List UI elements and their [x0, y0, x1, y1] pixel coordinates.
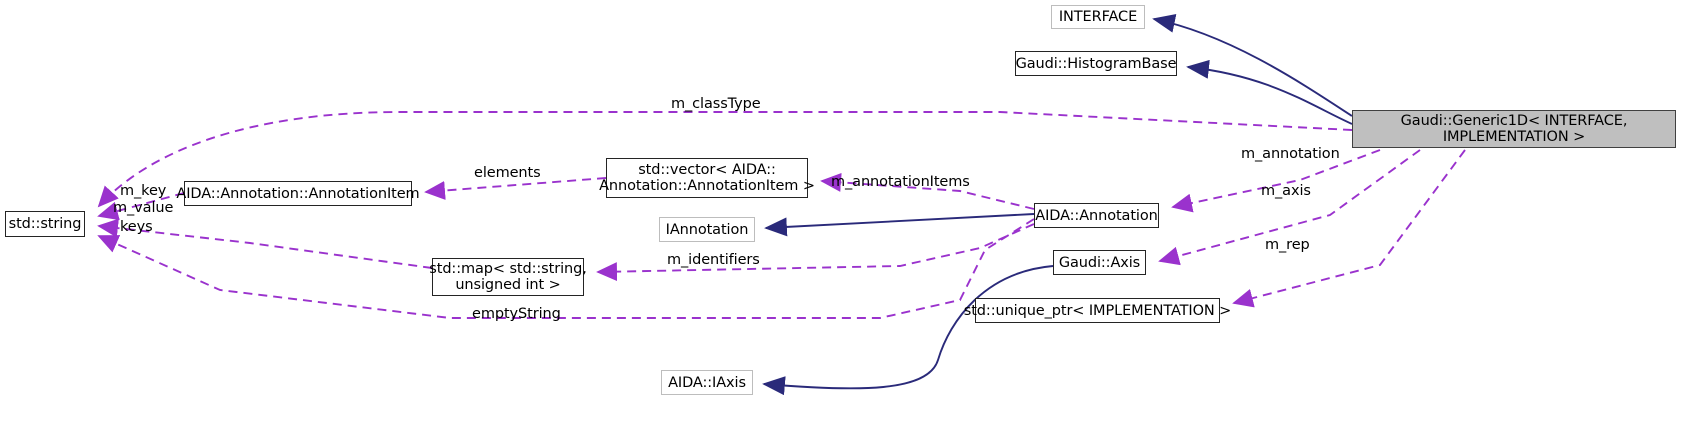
edge-generic1d-histogrambase: [1186, 59, 1353, 125]
node-std-string-label: std::string: [8, 216, 82, 232]
node-std-map-string-uint[interactable]: std::map< std::string, unsigned int >: [429, 258, 587, 296]
node-aida-iaxis[interactable]: AIDA::IAxis: [661, 370, 753, 395]
edge-label-emptystring: emptyString: [472, 306, 561, 322]
node-iannotation-label: IAnnotation: [665, 221, 749, 238]
edge-annotation-iannotation: [764, 213, 1035, 237]
node-aida-annotation[interactable]: AIDA::Annotation: [1034, 203, 1159, 228]
edge-generic1d-uniqueptr: [1232, 149, 1466, 308]
edge-label-m-axis: m_axis: [1261, 183, 1311, 199]
node-gaudi-generic1d[interactable]: Gaudi::Generic1D< INTERFACE, IMPLEMENTAT…: [1352, 110, 1676, 148]
edge-label-m-identifiers: m_identifiers: [667, 252, 760, 268]
node-iannotation[interactable]: IAnnotation: [659, 217, 755, 242]
node-gaudi-histogrambase[interactable]: Gaudi::HistogramBase: [1015, 51, 1177, 76]
node-aida-annotation-label: AIDA::Annotation: [1035, 207, 1158, 224]
node-interface[interactable]: INTERFACE: [1051, 5, 1145, 29]
node-gaudi-axis[interactable]: Gaudi::Axis: [1053, 250, 1146, 275]
node-std-vector-annotationitem-label: std::vector< AIDA:: Annotation::Annotati…: [599, 162, 815, 194]
edge-label-elements: elements: [474, 165, 541, 181]
node-aida-annotation-annotationitem[interactable]: AIDA::Annotation::AnnotationItem: [176, 181, 420, 206]
node-std-unique-ptr-implementation[interactable]: std::unique_ptr< IMPLEMENTATION >: [964, 298, 1231, 323]
edge-gaudiaxis-aidaiaxis: [762, 265, 1054, 396]
node-std-map-string-uint-label: std::map< std::string, unsigned int >: [429, 261, 587, 293]
edge-label-m-key-m-value: m_key m_value: [113, 183, 174, 216]
edge-generic1d-interface: [1152, 14, 1353, 117]
usage-edges: [97, 111, 1466, 319]
edge-label-m-classtype: m_classType: [671, 96, 761, 112]
edge-label-m-annotationitems: m_annotationItems: [831, 174, 970, 190]
node-gaudi-axis-label: Gaudi::Axis: [1058, 254, 1141, 271]
edge-label-m-annotation: m_annotation: [1241, 146, 1340, 162]
node-interface-label: INTERFACE: [1058, 9, 1138, 25]
node-std-string[interactable]: std::string: [5, 211, 85, 237]
node-gaudi-histogrambase-label: Gaudi::HistogramBase: [1015, 55, 1177, 72]
edge-label-keys: keys: [120, 219, 153, 235]
node-gaudi-generic1d-label: Gaudi::Generic1D< INTERFACE, IMPLEMENTAT…: [1400, 113, 1628, 145]
node-aida-annotation-annotationitem-label: AIDA::Annotation::AnnotationItem: [176, 185, 420, 202]
node-std-unique-ptr-implementation-label: std::unique_ptr< IMPLEMENTATION >: [963, 302, 1232, 319]
node-aida-iaxis-label: AIDA::IAxis: [668, 374, 746, 391]
node-std-vector-annotationitem[interactable]: std::vector< AIDA:: Annotation::Annotati…: [599, 158, 815, 198]
edge-label-m-rep: m_rep: [1265, 237, 1310, 253]
